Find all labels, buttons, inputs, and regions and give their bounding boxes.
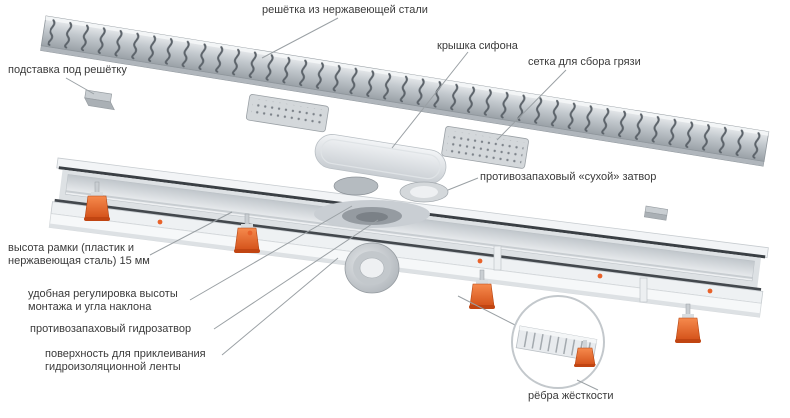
leader-dry-trap: [447, 177, 479, 191]
label-water-trap: противозапаховый гидрозатвор: [30, 323, 192, 335]
adjustable-foot-3: [469, 269, 495, 309]
leader-grate-stand: [65, 77, 95, 95]
retaining-clip-illustration: [643, 205, 669, 221]
leader-height-adjustment: [189, 205, 353, 301]
leader-dirt-mesh: [496, 69, 567, 141]
threaded-legs-illustration: [493, 245, 648, 303]
siphon-cover-illustration: [314, 134, 447, 185]
leader-frame-height: [149, 211, 233, 256]
leader-ribs: [576, 379, 599, 391]
dry-trap-illustration: [333, 176, 449, 203]
label-ribs: рёбра жёсткости: [528, 390, 614, 402]
rim-screws: [157, 219, 713, 294]
label-height-adjustment-line1: удобная регулировка высоты: [28, 288, 178, 300]
label-tape-surface: поверхность для приклеивания гидроизоляц…: [45, 348, 206, 374]
label-dry-trap: противозапаховый «сухой» затвор: [480, 171, 657, 183]
label-dirt-mesh: сетка для сбора грязи: [528, 56, 641, 68]
label-frame-height-line2: нержавеющая сталь) 15 мм: [8, 255, 150, 267]
leader-lines: [65, 17, 599, 391]
dirt-mesh-plate-1: [245, 94, 329, 133]
dirt-mesh-plate-2: [441, 126, 529, 169]
label-tape-surface-line1: поверхность для приклеивания: [45, 348, 206, 360]
adjustable-foot-1: [84, 181, 110, 221]
adjustable-foot-4: [675, 303, 701, 343]
label-siphon-cover: крышка сифона: [437, 40, 518, 52]
label-grate: решётка из нержавеющей стали: [262, 4, 428, 16]
leader-water-trap: [213, 219, 379, 330]
ribs-inset-detail: [457, 295, 605, 389]
label-grate-stand: подставка под решётку: [8, 64, 127, 76]
water-trap-illustration: [314, 200, 430, 228]
label-height-adjustment: удобная регулировка высоты монтажа и угл…: [28, 288, 178, 314]
label-frame-height-line1: высота рамки (пластик и: [8, 242, 135, 254]
leader-grate: [261, 17, 339, 59]
grate-stand-illustration: [84, 89, 115, 111]
leader-siphon-cover: [391, 51, 469, 149]
outlet-pipe-illustration: [344, 242, 400, 294]
leader-tape-surface: [221, 257, 339, 356]
label-height-adjustment-line2: монтажа и угла наклона: [28, 301, 152, 313]
label-tape-surface-line2: гидроизоляционной ленты: [45, 361, 181, 373]
grate-illustration: [40, 15, 770, 167]
adjustable-foot-2: [234, 213, 260, 253]
label-frame-height: высота рамки (пластик и нержавеющая стал…: [8, 242, 150, 268]
